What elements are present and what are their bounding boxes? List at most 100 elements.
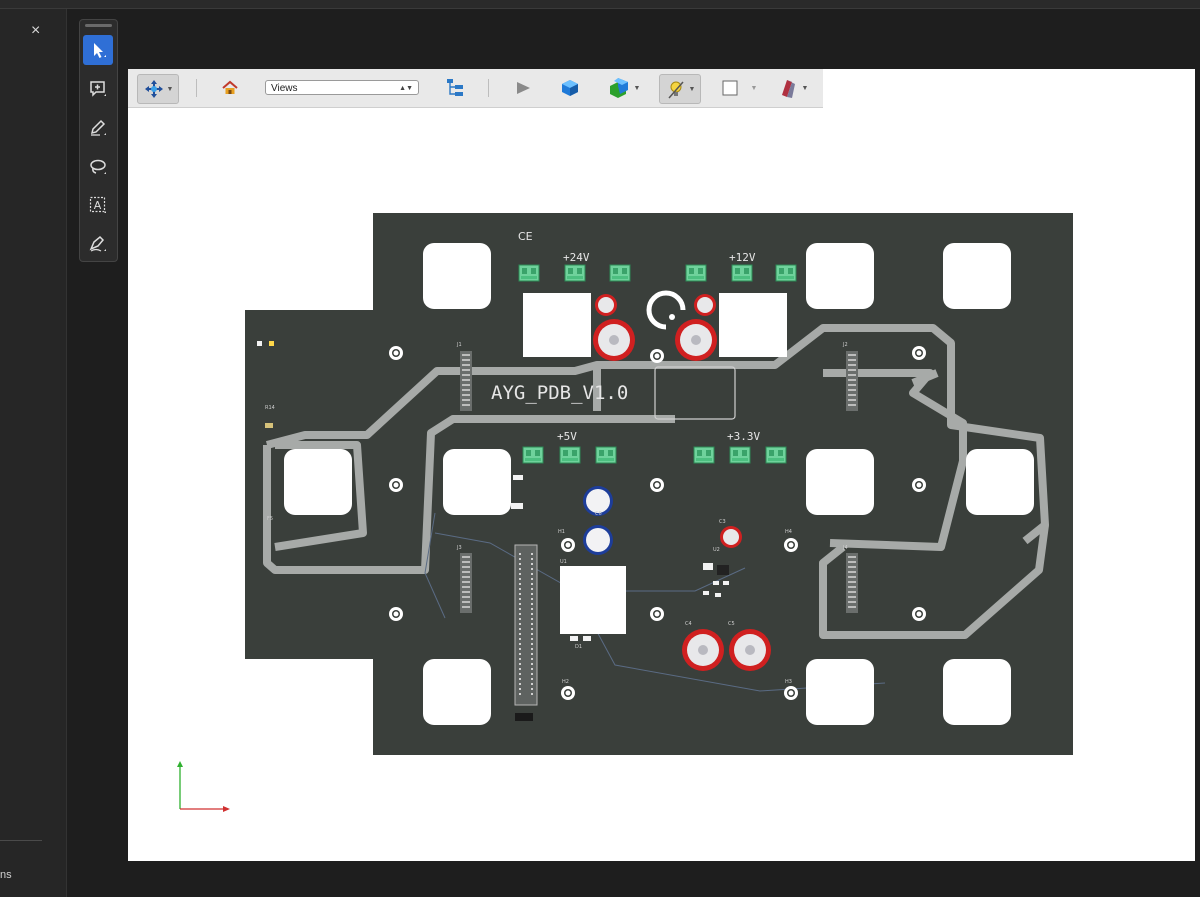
mounting-hole	[912, 478, 926, 492]
ref-h4: H4	[785, 529, 792, 535]
select-tool[interactable]	[83, 35, 113, 65]
ref-h1: H1	[558, 529, 565, 535]
rail-label-12v: +12V	[729, 251, 756, 264]
axis-triad	[177, 761, 230, 812]
play-animation-button[interactable]	[512, 74, 534, 102]
model-tree-icon	[447, 79, 463, 96]
text-box-tool[interactable]: A	[83, 190, 113, 220]
chevron-down-icon: ▼	[688, 85, 696, 93]
capacitor-c5	[729, 629, 771, 671]
cutout	[806, 449, 874, 515]
connector	[729, 446, 751, 464]
left-panel: × ns	[0, 9, 67, 897]
close-icon[interactable]: ×	[31, 22, 41, 39]
model-tree-button[interactable]	[443, 74, 467, 102]
ref-j1: J1	[456, 342, 462, 348]
ref-h2: H2	[562, 679, 569, 685]
ref-j2: J2	[842, 342, 848, 348]
cutout	[284, 449, 352, 515]
ref-c3: C3	[719, 519, 726, 525]
header-j1	[459, 350, 473, 412]
render-mode-icon	[609, 78, 628, 98]
annotation-toolbar: A	[79, 19, 118, 262]
lighting-button[interactable]: ▼	[659, 74, 701, 104]
chevron-down-icon: ▼	[166, 85, 174, 93]
cutout	[806, 243, 874, 309]
connector	[595, 446, 617, 464]
document-canvas[interactable]: ▼ Views ▲▼ ▼ ▼ ▼	[128, 69, 1195, 861]
mounting-hole	[389, 346, 403, 360]
rail-label-3v3: +3.3V	[727, 430, 760, 443]
home-view-button[interactable]	[219, 74, 241, 102]
capacitor-c4	[682, 629, 724, 671]
mounting-hole-h4	[784, 538, 798, 552]
smd-components	[257, 341, 729, 721]
comment-plus-icon	[90, 81, 106, 97]
navigate-button[interactable]: ▼	[137, 74, 179, 104]
capacitor	[675, 319, 717, 361]
svg-text:A: A	[94, 199, 102, 212]
views-select[interactable]: Views ▲▼	[265, 80, 419, 95]
connector	[518, 264, 540, 282]
window-top-bar	[0, 0, 1200, 9]
ref-r14: R14	[265, 405, 275, 411]
ref-c5: C5	[728, 621, 735, 627]
capacitor	[595, 294, 617, 316]
toolbar-divider	[488, 79, 489, 97]
cross-section-button[interactable]: ▼	[774, 74, 812, 102]
pcb-board-3d-view[interactable]: AYG_PDB_V1.0 CE +24V +12V +5V +3.3V J1 J…	[245, 213, 1075, 755]
rail-label-5v: +5V	[557, 430, 577, 443]
ref-u2: U2	[713, 547, 720, 553]
highlight-tool[interactable]	[83, 113, 113, 143]
module-u1	[560, 566, 626, 634]
mounting-hole	[650, 478, 664, 492]
traces	[263, 324, 1049, 639]
mounting-hole-h2	[561, 686, 575, 700]
background-color-button[interactable]: ▼	[716, 74, 762, 102]
lighting-icon	[667, 81, 684, 99]
mounting-hole	[912, 346, 926, 360]
chevron-down-icon: ▼	[750, 84, 758, 92]
text-box-icon: A	[89, 196, 106, 213]
logo-dot	[669, 314, 675, 320]
cutout	[443, 449, 511, 515]
shaded-view-button[interactable]	[558, 74, 582, 102]
connector	[522, 446, 544, 464]
cutout	[423, 659, 491, 725]
capacitor	[694, 294, 716, 316]
cutout	[966, 449, 1034, 515]
connector	[564, 264, 586, 282]
module-u12	[719, 293, 787, 357]
select-arrows-icon: ▲▼	[399, 85, 413, 92]
ce-mark: CE	[518, 230, 533, 243]
mounting-hole	[389, 607, 403, 621]
mounting-hole	[912, 607, 926, 621]
connector	[559, 446, 581, 464]
panel-divider	[0, 840, 42, 841]
ref-d1: D1	[575, 644, 582, 650]
chevron-down-icon: ▼	[801, 84, 809, 92]
home-icon	[222, 80, 238, 94]
add-comment-tool[interactable]	[83, 74, 113, 104]
connector	[765, 446, 787, 464]
rail-label-24v: +24V	[563, 251, 590, 264]
header-j2	[845, 350, 859, 412]
background-color-icon	[722, 80, 738, 96]
mounting-hole	[650, 349, 664, 363]
ribbon-pins	[519, 553, 533, 698]
sign-tool[interactable]	[83, 229, 113, 259]
cutout	[423, 243, 491, 309]
panel-bottom-label[interactable]: ns	[0, 869, 12, 881]
cursor-icon	[94, 43, 106, 58]
toolbar-grip[interactable]	[85, 24, 112, 27]
mounting-hole-h1	[561, 538, 575, 552]
lasso-tool[interactable]	[83, 152, 113, 182]
navigate-icon	[144, 80, 163, 98]
ribbon-header	[514, 544, 538, 706]
connector	[731, 264, 753, 282]
cutout	[806, 659, 874, 725]
render-mode-button[interactable]: ▼	[602, 74, 644, 102]
connector	[775, 264, 797, 282]
connector	[693, 446, 715, 464]
ref-j4: J4	[842, 545, 848, 551]
